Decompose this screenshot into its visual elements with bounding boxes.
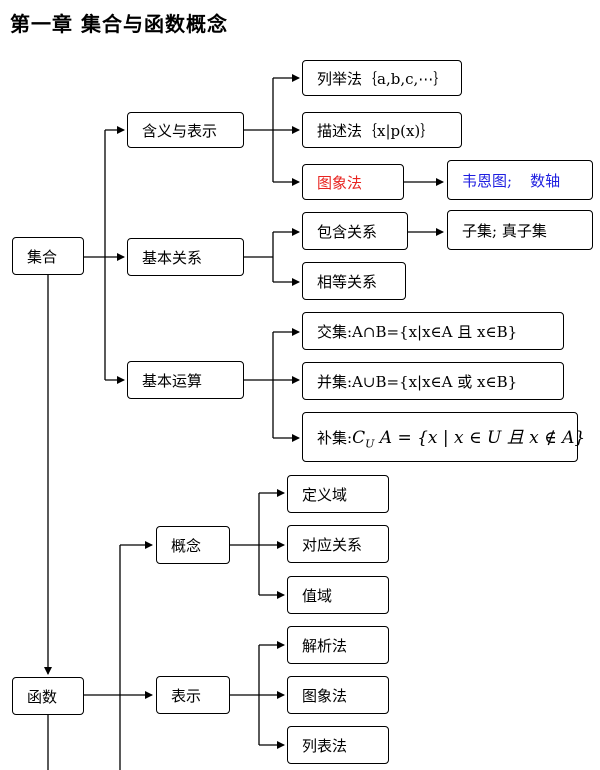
node-equal-label: 相等关系	[317, 272, 378, 291]
node-contain: 包含关系	[302, 212, 408, 250]
node-concept-label: 概念	[171, 536, 202, 555]
node-func-graph: 图象法	[287, 676, 389, 714]
node-repr: 表示	[156, 676, 230, 714]
node-venn-label: 韦恩图;	[462, 171, 513, 190]
node-ops-label: 基本运算	[142, 371, 203, 390]
node-relation: 基本关系	[127, 238, 244, 276]
node-subset-label: 子集; 真子集	[462, 221, 547, 240]
node-table-label: 列表法	[302, 736, 348, 755]
node-range-label: 值域	[302, 586, 333, 605]
node-table: 列表法	[287, 726, 389, 764]
node-relation-label: 基本关系	[142, 248, 203, 267]
node-graph-method: 图象法	[302, 164, 404, 200]
node-union: 并集:A∪B={x|x∈A 或 x∈B}	[302, 362, 564, 400]
node-axis-label: 数轴	[530, 171, 561, 190]
node-func-graph-label: 图象法	[302, 686, 348, 705]
node-ops: 基本运算	[127, 361, 244, 399]
node-complement: 补集: CU A = {x | x ∈ U 且 x ∉ A}	[302, 412, 585, 462]
node-graph-method-label: 图象法	[317, 173, 363, 192]
page-title: 第一章 集合与函数概念	[10, 12, 228, 36]
node-enum-label: 列举法｛a,b,c,⋯｝	[317, 69, 449, 88]
node-function: 函数	[12, 677, 84, 715]
node-meaning: 含义与表示	[127, 112, 244, 148]
node-domain-label: 定义域	[302, 485, 348, 504]
node-domain: 定义域	[287, 475, 389, 513]
node-describe: 描述法｛x|p(x)｝	[302, 112, 462, 148]
node-mapping-label: 对应关系	[302, 535, 363, 554]
node-equal: 相等关系	[302, 262, 406, 300]
node-intersect-label: 交集:A∩B={x|x∈A 且 x∈B}	[317, 322, 518, 341]
node-contain-label: 包含关系	[317, 222, 378, 241]
node-intersect: 交集:A∩B={x|x∈A 且 x∈B}	[302, 312, 564, 350]
node-union-label: 并集:A∪B={x|x∈A 或 x∈B}	[317, 372, 518, 391]
node-subset: 子集; 真子集	[447, 210, 593, 250]
node-enum: 列举法｛a,b,c,⋯｝	[302, 60, 462, 96]
node-complement-label: 补集:	[317, 428, 353, 447]
node-set-label: 集合	[27, 247, 58, 266]
node-repr-label: 表示	[171, 686, 202, 705]
node-set: 集合	[12, 237, 84, 275]
node-concept: 概念	[156, 526, 230, 564]
node-function-label: 函数	[27, 687, 58, 706]
complement-formula: CU A = {x | x ∈ U 且 x ∉ A}	[352, 428, 586, 451]
node-venn-axis: 韦恩图; 数轴	[447, 160, 593, 200]
node-mapping: 对应关系	[287, 525, 389, 563]
node-analytic-label: 解析法	[302, 636, 348, 655]
node-describe-label: 描述法｛x|p(x)｝	[317, 121, 436, 140]
node-range: 值域	[287, 576, 389, 614]
node-analytic: 解析法	[287, 626, 389, 664]
node-meaning-label: 含义与表示	[142, 121, 218, 140]
